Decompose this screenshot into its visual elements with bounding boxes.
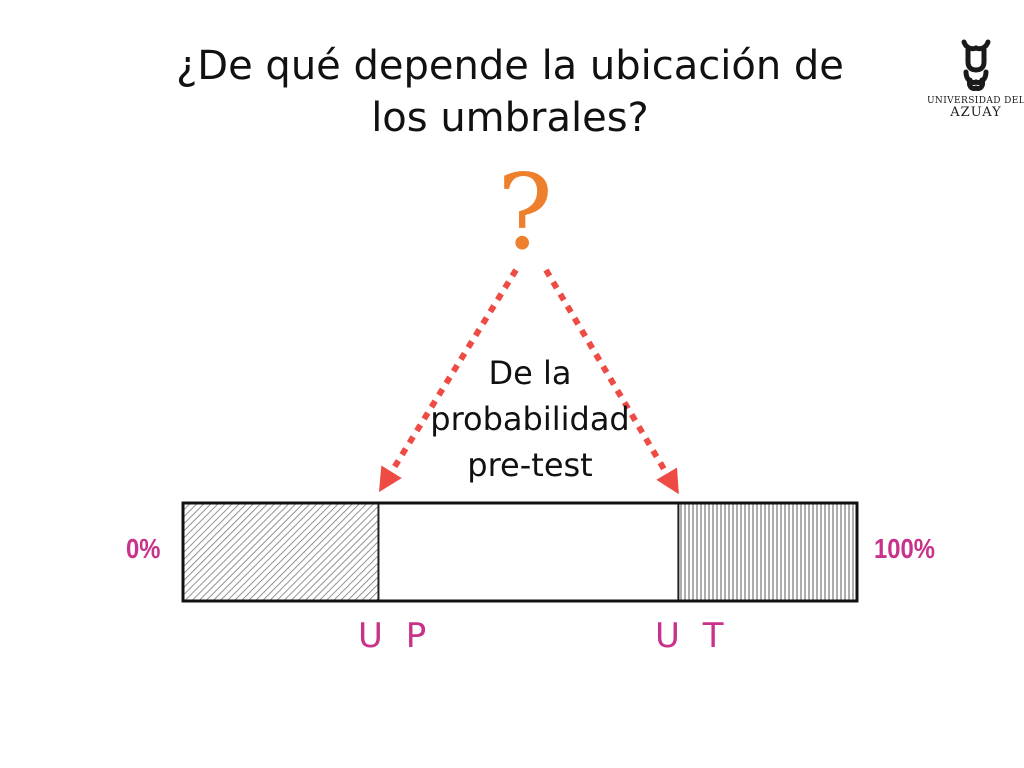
answer-text: De la probabilidad pre-test: [390, 350, 670, 488]
logo-text-line-2: AZUAY: [949, 105, 1001, 120]
label-hundred-percent: 100%: [874, 533, 935, 564]
question-mark: ?: [497, 151, 553, 273]
label-threshold-up: U P: [358, 616, 433, 656]
zone-lower: [183, 503, 379, 601]
answer-line-3: pre-test: [467, 446, 593, 484]
answer-line-2: probabilidad: [430, 400, 630, 438]
title-line-1: ¿De qué depende la ubicación de: [176, 43, 844, 89]
title-line-2: los umbrales?: [371, 95, 649, 141]
logo-text-line-1: UNIVERSIDAD DEL: [928, 96, 1024, 106]
zone-middle: [378, 503, 679, 601]
label-zero-percent: 0%: [126, 533, 161, 564]
zone-upper: [678, 503, 857, 601]
logo-emblem: [961, 39, 991, 91]
slide-title: ¿De qué depende la ubicación de los umbr…: [110, 40, 910, 144]
university-logo: UNIVERSIDAD DEL AZUAY: [928, 39, 1024, 120]
answer-line-1: De la: [488, 354, 572, 392]
bar-outline: [181, 501, 859, 603]
label-threshold-ut: U T: [655, 616, 730, 656]
